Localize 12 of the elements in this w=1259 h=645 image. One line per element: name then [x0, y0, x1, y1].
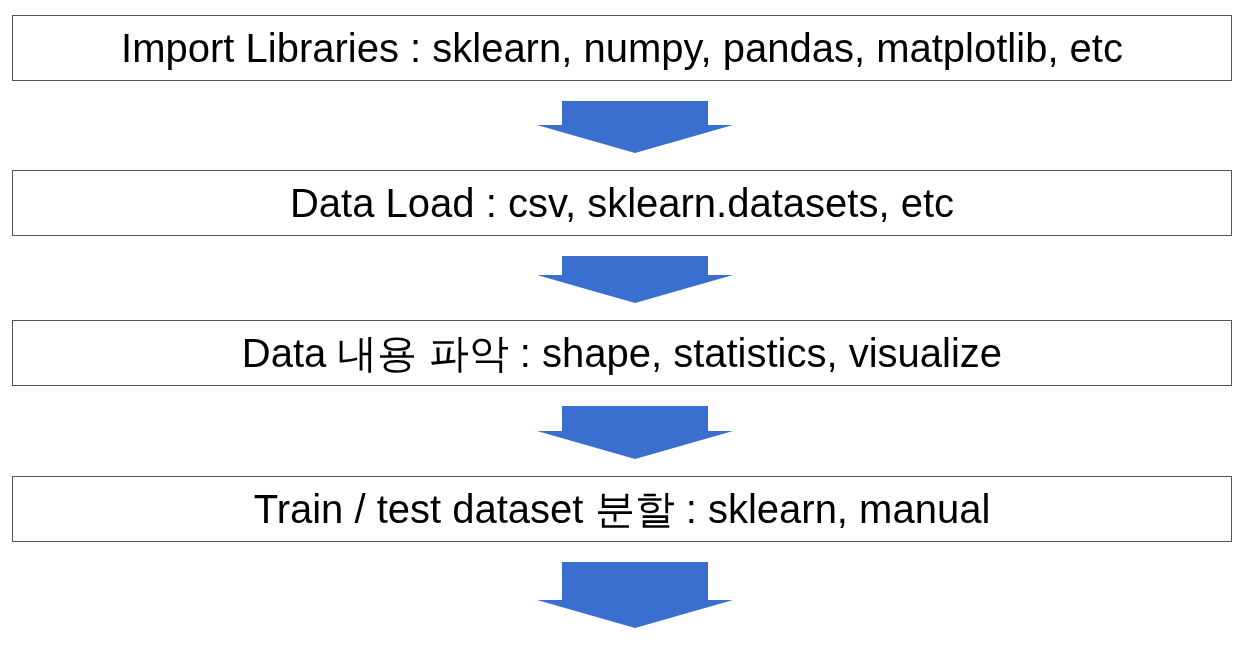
- process-box: [12, 15, 1232, 81]
- process-box: [12, 170, 1232, 236]
- step-text: Data 내용 파악 : shape, statistics, visualize: [241, 333, 1003, 373]
- block-arrow: [537, 562, 733, 628]
- step-text: Data Load : csv, sklearn.datasets, etc: [289, 183, 954, 223]
- block-arrow: [537, 101, 733, 153]
- step-text: Train / test dataset 분할 : sklearn, manual: [253, 489, 991, 529]
- process-box: [12, 320, 1232, 386]
- block-arrow: [537, 406, 733, 459]
- step-text: Import Libraries : sklearn, numpy, pandas, matplotlib, etc: [121, 28, 1123, 68]
- process-box: [12, 476, 1232, 542]
- block-arrow: [537, 256, 733, 303]
